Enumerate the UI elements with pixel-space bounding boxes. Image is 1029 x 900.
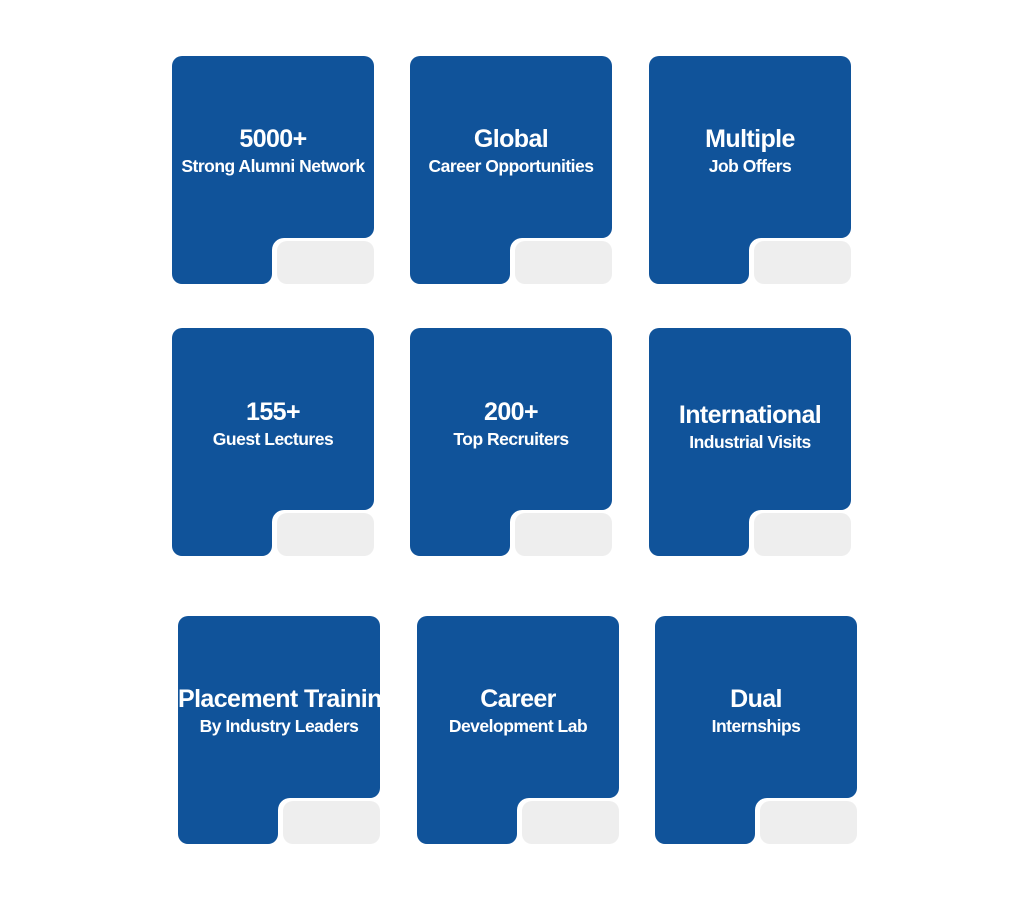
card-notch — [522, 801, 619, 844]
card-background — [410, 56, 612, 284]
card-background — [417, 616, 619, 844]
card-title: 155+ — [246, 398, 301, 426]
card-subtitle: By Industry Leaders — [199, 716, 359, 736]
stat-card-multiple: Multiple Job Offers — [649, 56, 851, 284]
stat-card-placement: Placement Training By Industry Leaders — [178, 616, 380, 844]
card-title: Placement Training — [178, 685, 380, 713]
card-background — [649, 328, 851, 556]
card-title: Career — [480, 685, 556, 713]
card-subtitle: Guest Lectures — [212, 429, 334, 449]
stat-card-international: International Industrial Visits — [649, 328, 851, 556]
card-title: International — [678, 401, 822, 429]
card-background — [655, 616, 857, 844]
card-subtitle: Industrial Visits — [689, 432, 811, 452]
card-title: 200+ — [484, 398, 539, 426]
card-notch — [277, 241, 374, 284]
card-subtitle: Internships — [711, 716, 801, 736]
stat-card-global: Global Career Opportunities — [410, 56, 612, 284]
card-subtitle: Development Lab — [448, 716, 588, 736]
card-background — [172, 56, 374, 284]
card-background — [178, 616, 380, 844]
card-subtitle: Job Offers — [708, 156, 792, 176]
card-subtitle: Strong Alumni Network — [181, 156, 365, 176]
card-notch — [754, 513, 851, 556]
card-title: Global — [473, 125, 549, 153]
card-notch — [515, 513, 612, 556]
stat-card-internships: Dual Internships — [655, 616, 857, 844]
card-title: Dual — [730, 685, 782, 713]
card-title: Multiple — [705, 125, 795, 153]
stat-card-career-lab: Career Development Lab — [417, 616, 619, 844]
card-subtitle: Top Recruiters — [453, 429, 569, 449]
card-notch — [754, 241, 851, 284]
card-notch — [760, 801, 857, 844]
card-notch — [515, 241, 612, 284]
card-subtitle: Career Opportunities — [428, 156, 594, 176]
card-background — [410, 328, 612, 556]
card-notch — [283, 801, 380, 844]
card-background — [172, 328, 374, 556]
card-title: 5000+ — [239, 125, 307, 153]
stat-card-lectures: 155+ Guest Lectures — [172, 328, 374, 556]
stat-card-alumni: 5000+ Strong Alumni Network — [172, 56, 374, 284]
card-notch — [277, 513, 374, 556]
stat-card-recruiters: 200+ Top Recruiters — [410, 328, 612, 556]
card-background — [649, 56, 851, 284]
